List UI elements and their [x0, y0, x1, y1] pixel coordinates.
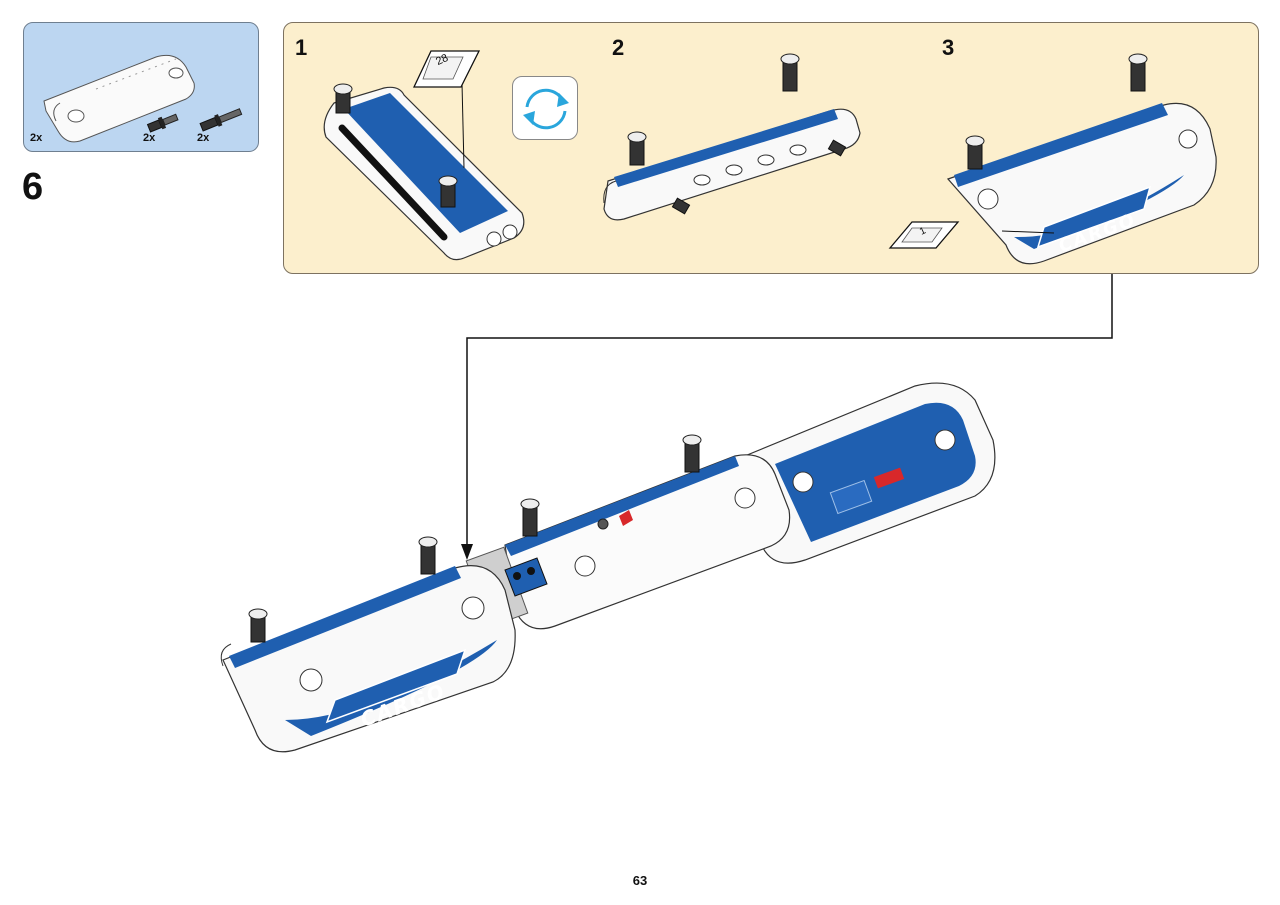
axle-pin-icon [333, 83, 353, 114]
substep-2-panel-illustration [603, 53, 861, 221]
substep-number-1: 1 [295, 35, 308, 60]
axle-pin-icon [671, 197, 691, 215]
rotate-icon [512, 76, 578, 140]
long-axle-pin-icon [199, 108, 243, 132]
main-assembly-illustration: CARGO [220, 382, 996, 753]
substep-number-3: 3 [942, 35, 955, 60]
substep-3-panel-illustration: CARGO [946, 53, 1217, 265]
axle-pin-icon [965, 135, 985, 170]
axle-pin-icon [780, 53, 800, 92]
substep-box: 1 2 3 28 [283, 22, 1259, 274]
axle-pin-icon [1128, 53, 1148, 92]
page-number: 63 [632, 873, 648, 888]
part-quantity: 2x [30, 132, 43, 144]
parts-list-box: 2x 2x 2x [23, 22, 259, 152]
axle-pin-icon [418, 536, 438, 575]
axle-pin-icon [520, 498, 540, 537]
axle-pin-icon [627, 131, 647, 166]
part-quantity: 2x [197, 132, 210, 144]
sticker-callout-28 [412, 50, 481, 88]
substep-1-panel-illustration [323, 82, 525, 261]
part-quantity: 2x [143, 132, 156, 144]
short-axle-pin-icon [146, 113, 179, 133]
curved-panel-icon [43, 54, 195, 143]
axle-pin-icon [827, 139, 847, 157]
axle-pin-icon [682, 434, 702, 473]
sticker-callout-1 [888, 221, 960, 249]
substep-number-2: 2 [612, 35, 625, 60]
axle-pin-icon [248, 608, 268, 643]
step-number: 6 [22, 166, 44, 208]
axle-pin-icon [438, 175, 458, 208]
